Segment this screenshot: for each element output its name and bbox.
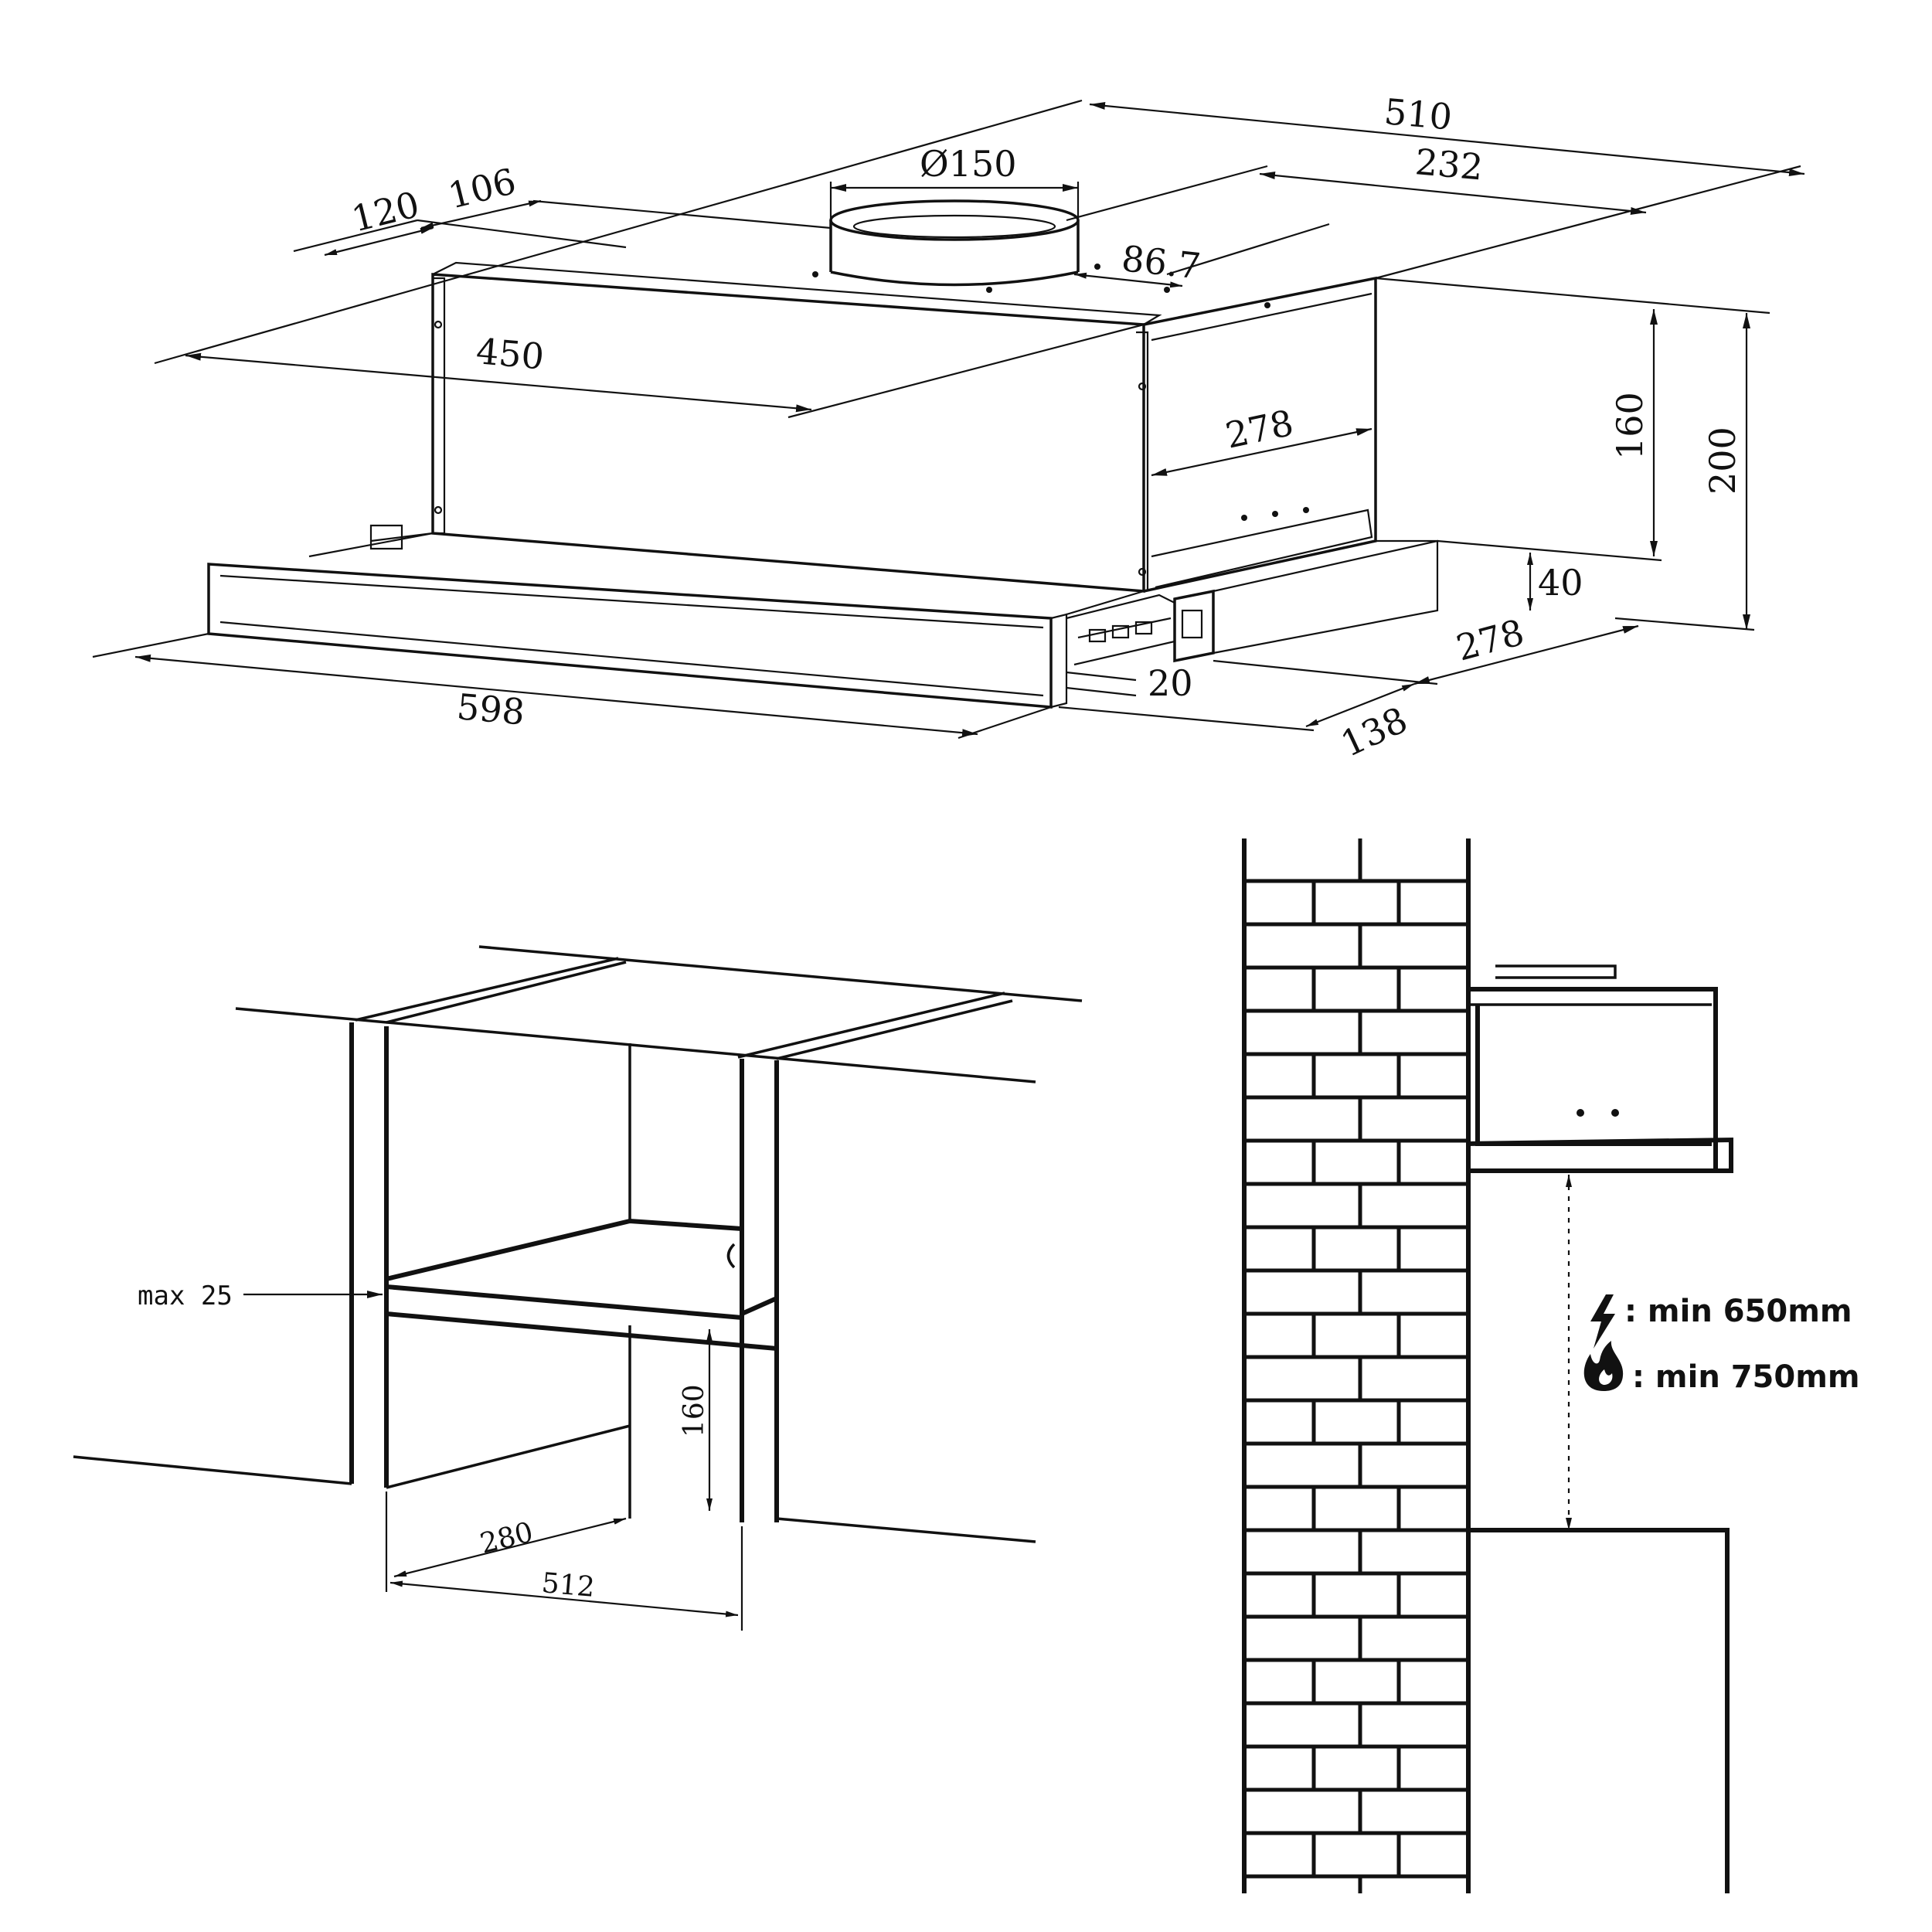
slide-out-front-panel	[207, 524, 1439, 709]
dimension-label: 598	[455, 685, 526, 733]
dimension-label: 450	[474, 330, 546, 377]
max-25-label: max 25	[138, 1281, 233, 1311]
dimension-510: 510	[154, 90, 1805, 365]
dimension-label: 512	[540, 1567, 596, 1604]
dimension-20: 20	[1066, 662, 1193, 704]
brick-wall	[1242, 838, 1471, 1893]
dimension-label: 20	[1148, 662, 1193, 704]
dimension-138: 138	[1058, 682, 1415, 765]
dimension-label: 138	[1335, 699, 1413, 765]
dimension-label: 510	[1383, 90, 1454, 138]
dimension-label: 280	[477, 1516, 536, 1560]
gas-clearance-label: : min 750mm	[1632, 1359, 1860, 1395]
dimension-278-depth: 278	[1213, 611, 1639, 685]
dimension-label: 86.7	[1120, 237, 1203, 287]
dimension-label: 200	[1702, 427, 1743, 495]
dimension-label: 160	[679, 1384, 710, 1437]
dimension-label: Ø150	[920, 143, 1017, 185]
flame-icon	[1583, 1341, 1624, 1391]
dimension-598: 598	[92, 632, 1052, 740]
lightning-icon	[1590, 1294, 1615, 1349]
dimension-label: 278	[1222, 402, 1297, 457]
dimension-40: 40	[1527, 553, 1583, 611]
dimension-label: 278	[1452, 611, 1529, 669]
dimension-label: 120	[348, 183, 423, 240]
electric-clearance-label: : min 650mm	[1624, 1294, 1852, 1329]
hood-dimension-drawing: 510 232 Ø150 120 106 86.7	[92, 90, 1805, 765]
cabinet-installation-drawing: max 25 160 280 512	[73, 945, 1083, 1631]
wall-mounted-hood	[1468, 964, 1733, 1173]
wall-clearance-drawing: : min 650mm : min 750mm	[1242, 838, 1860, 1893]
dimension-label: 160	[1609, 392, 1651, 460]
clearance-legend: : min 650mm : min 750mm	[1583, 1294, 1860, 1395]
dimension-120-106: 120 106	[293, 160, 832, 257]
dimension-278-side: 278	[1151, 402, 1372, 477]
dimension-232: 232	[1066, 141, 1647, 222]
dimension-160: 160	[1375, 277, 1770, 562]
dimension-label: 40	[1538, 562, 1583, 604]
dimension-450: 450	[185, 323, 1145, 419]
dimension-200: 200	[1614, 313, 1755, 631]
dimension-label: 232	[1413, 141, 1485, 188]
dimension-86-7: 86.7	[1073, 223, 1330, 288]
dimension-diameter: Ø150	[829, 143, 1080, 220]
